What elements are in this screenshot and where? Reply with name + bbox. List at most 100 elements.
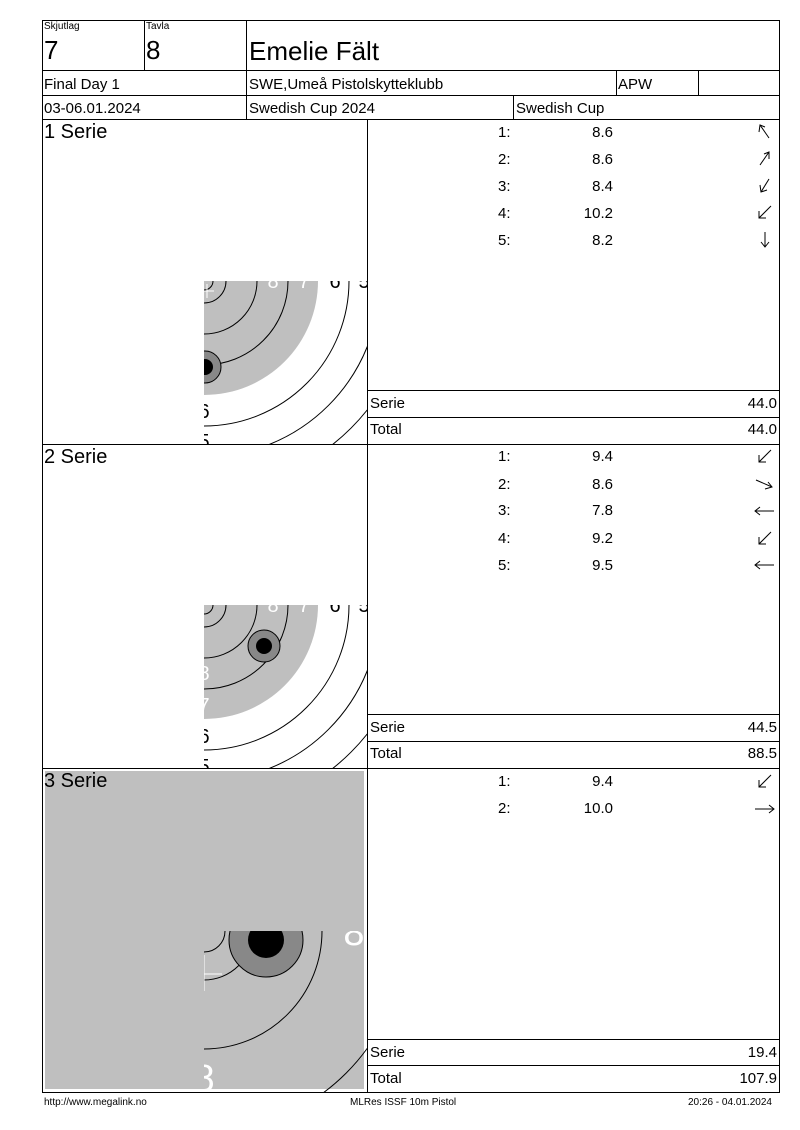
serie-2-direction-arrows [754,449,774,570]
frame-top [42,20,780,21]
series-name-label: Swedish Cup [516,100,605,117]
header-divider-1 [42,70,780,71]
shot-value: 9.4 [592,448,613,465]
serie-1-total-label: Total [370,421,402,438]
ring-label: 6 [198,726,209,748]
arrow-up-right-icon [759,151,770,166]
shooter-name: Emelie Fält [249,36,380,66]
shot-row: 2: 10.0 [498,800,778,818]
serie-1-serie-label: Serie [370,395,406,412]
ring-label: 5 [198,445,209,460]
shot-index: 4: [498,205,511,222]
target-serie-3: 8 8 8 8 [45,771,367,1092]
ring-label: 6 [198,467,209,489]
shot-row: 2: 8.6 [498,476,778,494]
shot-value: 9.2 [592,530,613,547]
ring-label: 6 [67,595,78,617]
serie-2-sum-divider [368,714,779,715]
round-label: Final Day 1 [44,76,120,93]
arrow-left-icon [754,506,774,516]
shot-index: 5: [498,232,511,249]
shot-value: 8.6 [592,151,613,168]
serie-2-serie-label: Serie [370,719,406,736]
serie-1-sum-divider [368,390,779,391]
shot-hole [90,586,122,618]
arrow-down-left-icon [759,178,770,193]
shot-index: 5: [498,557,511,574]
ring-label: 8 [267,271,278,293]
tavla-label: Tavla [146,21,170,32]
ring-label: 7 [98,271,109,293]
header-sep-series [513,95,514,119]
ring-label: 6 [329,271,340,293]
serie-1-total-divider [368,417,779,418]
class-label: APW [618,76,653,93]
shot-hole [247,629,281,663]
dates-label: 03-06.01.2024 [44,100,141,117]
ring-label: 8 [198,663,209,685]
shot-index: 2: [498,800,511,817]
competition-label: Swedish Cup 2024 [249,100,375,117]
serie-3-total-value: 107.9 [739,1070,777,1087]
shot-index: 3: [498,178,511,195]
shot-value: 8.6 [592,476,613,493]
shot-index: 2: [498,151,511,168]
arrow-down-right-icon [755,479,773,490]
ring-label: 6 [67,271,78,293]
shot-index: 1: [498,773,511,790]
ring-label: 8 [343,912,364,954]
shot-hole [165,338,197,370]
ring-label: 7 [198,172,209,194]
shot-index: 4: [498,530,511,547]
serie-2-title: 2 Serie [44,446,108,468]
ring-label: 7 [198,496,209,518]
arrow-down-left-icon [758,449,772,463]
frame-left [42,20,43,1093]
shot-row: 1: 8.6 [498,124,778,142]
ring-label: 7 [298,271,309,293]
shot-hole [171,282,203,314]
skjutlag-label: Skjutlag [44,21,80,32]
ring-label: 5 [198,431,209,444]
ring-label: 8 [129,595,140,617]
ring-label: 8 [198,526,209,548]
serie-divider-2 [42,768,780,769]
shot-hole [228,931,304,978]
ring-label: 8 [198,202,209,224]
shot-value: 10.0 [583,800,613,817]
footer-timestamp: 20:26 - 04.01.2024 [688,1097,772,1108]
target-serie-1: 6 7 8 6 5 6 7 8 8 7 6 5 5 [67,143,367,444]
ring-label: 8 [129,271,140,293]
frame-bottom [42,1092,780,1093]
footer-link[interactable]: http://www.megalink.no [44,1097,147,1108]
ring-label: 6 [198,143,209,165]
shot-hole [212,196,244,228]
shot-hole [143,588,175,620]
shot-value: 8.2 [592,232,613,249]
shot-row: 2: 8.6 [498,151,778,169]
arrow-down-left-icon [758,531,772,545]
arrow-down-left-icon [758,205,772,219]
shot-value: 9.5 [592,557,613,574]
shot-row: 3: 8.4 [498,178,778,196]
ring-label: 6 [329,595,340,617]
serie-1-title: 1 Serie [44,121,108,143]
ring-label: 5 [43,595,50,617]
serie-3-title: 3 Serie [44,770,108,792]
serie-3-serie-label: Serie [370,1044,406,1061]
shot-row: 4: 9.2 [498,530,778,548]
target-serie-2: 5 6 7 8 8 7 6 5 6 8 8 7 6 5 5 [43,445,367,768]
shot-index: 1: [498,448,511,465]
header-divider-3 [42,119,780,120]
shot-hole [151,627,183,659]
shot-index: 2: [498,476,511,493]
footer-software: MLRes ISSF 10m Pistol [350,1097,457,1108]
shot-value: 7.8 [592,502,613,519]
ring-label: 7 [198,695,209,717]
arrow-left-icon [754,560,774,570]
serie-3-serie-value: 19.4 [747,1044,777,1061]
serie-1-total-value: 44.0 [747,421,777,438]
serie-2-total-value: 88.5 [747,745,777,762]
arrow-right-icon [755,804,775,814]
arrow-down-icon [760,232,770,248]
